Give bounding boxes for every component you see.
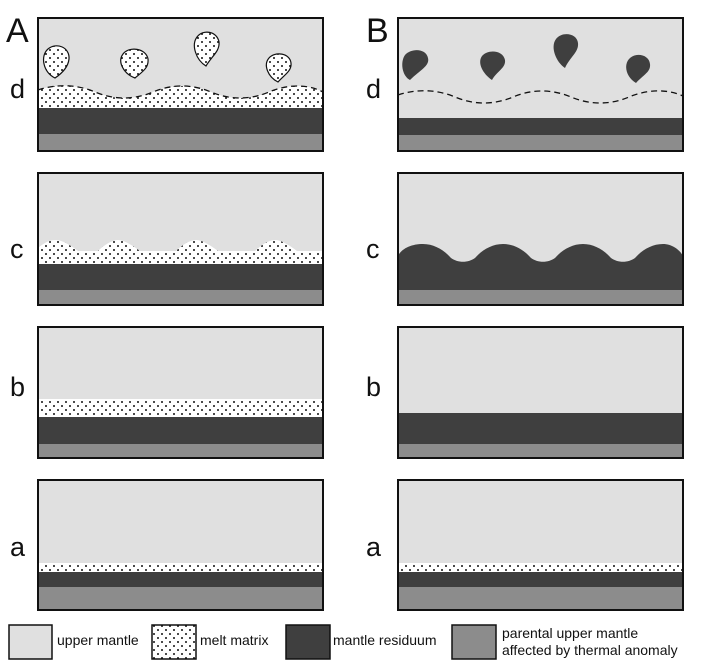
residuum-diapir — [480, 51, 506, 80]
legend-swatch-melt-matrix — [151, 624, 197, 660]
melt-matrix-layer — [38, 85, 323, 108]
column-label-a: A — [6, 12, 29, 50]
melt-boundary-dashed — [397, 90, 684, 104]
panel-border — [397, 17, 684, 152]
legend-item-melt-matrix: melt matrix — [151, 624, 268, 660]
panel-border — [37, 17, 324, 152]
melt-matrix-layer — [398, 563, 683, 572]
parental-mantle-layer — [398, 290, 683, 305]
legend-label-thermal-anomaly: affected by thermal anomaly — [502, 642, 678, 658]
panel-border — [397, 326, 684, 459]
legend: upper mantle melt matrix mantle residuum… — [8, 624, 678, 660]
panel-a-b — [37, 326, 324, 459]
melt-boundary-dashed — [37, 85, 324, 99]
mantle-residuum-layer — [398, 118, 683, 135]
melt-matrix-layer — [38, 399, 323, 417]
legend-swatch-upper-mantle — [8, 624, 53, 660]
panel-a-d — [37, 17, 324, 152]
legend-swatch-parental-upper-mantle — [451, 624, 497, 660]
melt-diapir — [42, 45, 70, 79]
mantle-residuum-layer — [38, 108, 323, 134]
panel-border — [37, 479, 324, 611]
mantle-residuum-layer — [38, 417, 323, 444]
panel-b-a — [397, 479, 684, 611]
melt-diapir — [120, 48, 149, 79]
stage-label-d-a: d — [10, 74, 25, 104]
panel-border — [37, 172, 324, 306]
stage-label-c-b: c — [366, 234, 380, 264]
legend-swatch-mantle-residuum — [285, 624, 331, 660]
residuum-diapir — [402, 50, 429, 80]
panel-a-c — [37, 172, 324, 306]
panel-b-b — [397, 326, 684, 459]
parental-mantle-layer — [38, 444, 323, 458]
mantle-residuum-layer — [38, 572, 323, 587]
stage-label-a-b: a — [366, 532, 382, 562]
stage-label-b-b: b — [366, 372, 381, 402]
legend-item-parental-upper-mantle: parental upper mantle affected by therma… — [451, 624, 678, 660]
panel-border — [397, 172, 684, 306]
parental-mantle-layer — [398, 135, 683, 151]
parental-mantle-layer — [38, 587, 323, 610]
parental-mantle-layer — [38, 290, 323, 305]
legend-label-parental-upper-mantle: parental upper mantle — [502, 625, 638, 641]
legend-label-mantle-residuum: mantle residuum — [333, 632, 437, 648]
panel-border — [37, 326, 324, 459]
mantle-residuum-layer — [398, 244, 683, 290]
melt-matrix-layer — [38, 563, 323, 572]
mantle-residuum-layer — [38, 264, 323, 290]
melt-diapir — [193, 31, 220, 67]
stage-label-b-a: b — [10, 372, 25, 402]
parental-mantle-layer — [398, 444, 683, 458]
column-label-b: B — [366, 12, 389, 50]
residuum-diapir — [626, 54, 651, 83]
melt-matrix-layer — [38, 240, 323, 264]
legend-label-upper-mantle: upper mantle — [57, 632, 139, 648]
mantle-residuum-layer — [398, 413, 683, 444]
parental-mantle-layer — [38, 134, 323, 151]
parental-mantle-layer — [398, 587, 683, 610]
panel-b-c — [397, 172, 684, 306]
residuum-diapir — [553, 34, 579, 68]
panel-b-d — [397, 17, 684, 152]
mantle-residuum-layer — [398, 572, 683, 587]
melt-diapir — [265, 53, 292, 83]
stage-label-c-a: c — [10, 234, 24, 264]
panel-a-a — [37, 479, 324, 611]
stage-label-d-b: d — [366, 74, 381, 104]
panel-border — [397, 479, 684, 611]
legend-label-melt-matrix: melt matrix — [200, 632, 268, 648]
legend-item-mantle-residuum: mantle residuum — [285, 624, 437, 660]
stage-label-a-a: a — [10, 532, 26, 562]
legend-item-upper-mantle: upper mantle — [8, 624, 139, 660]
